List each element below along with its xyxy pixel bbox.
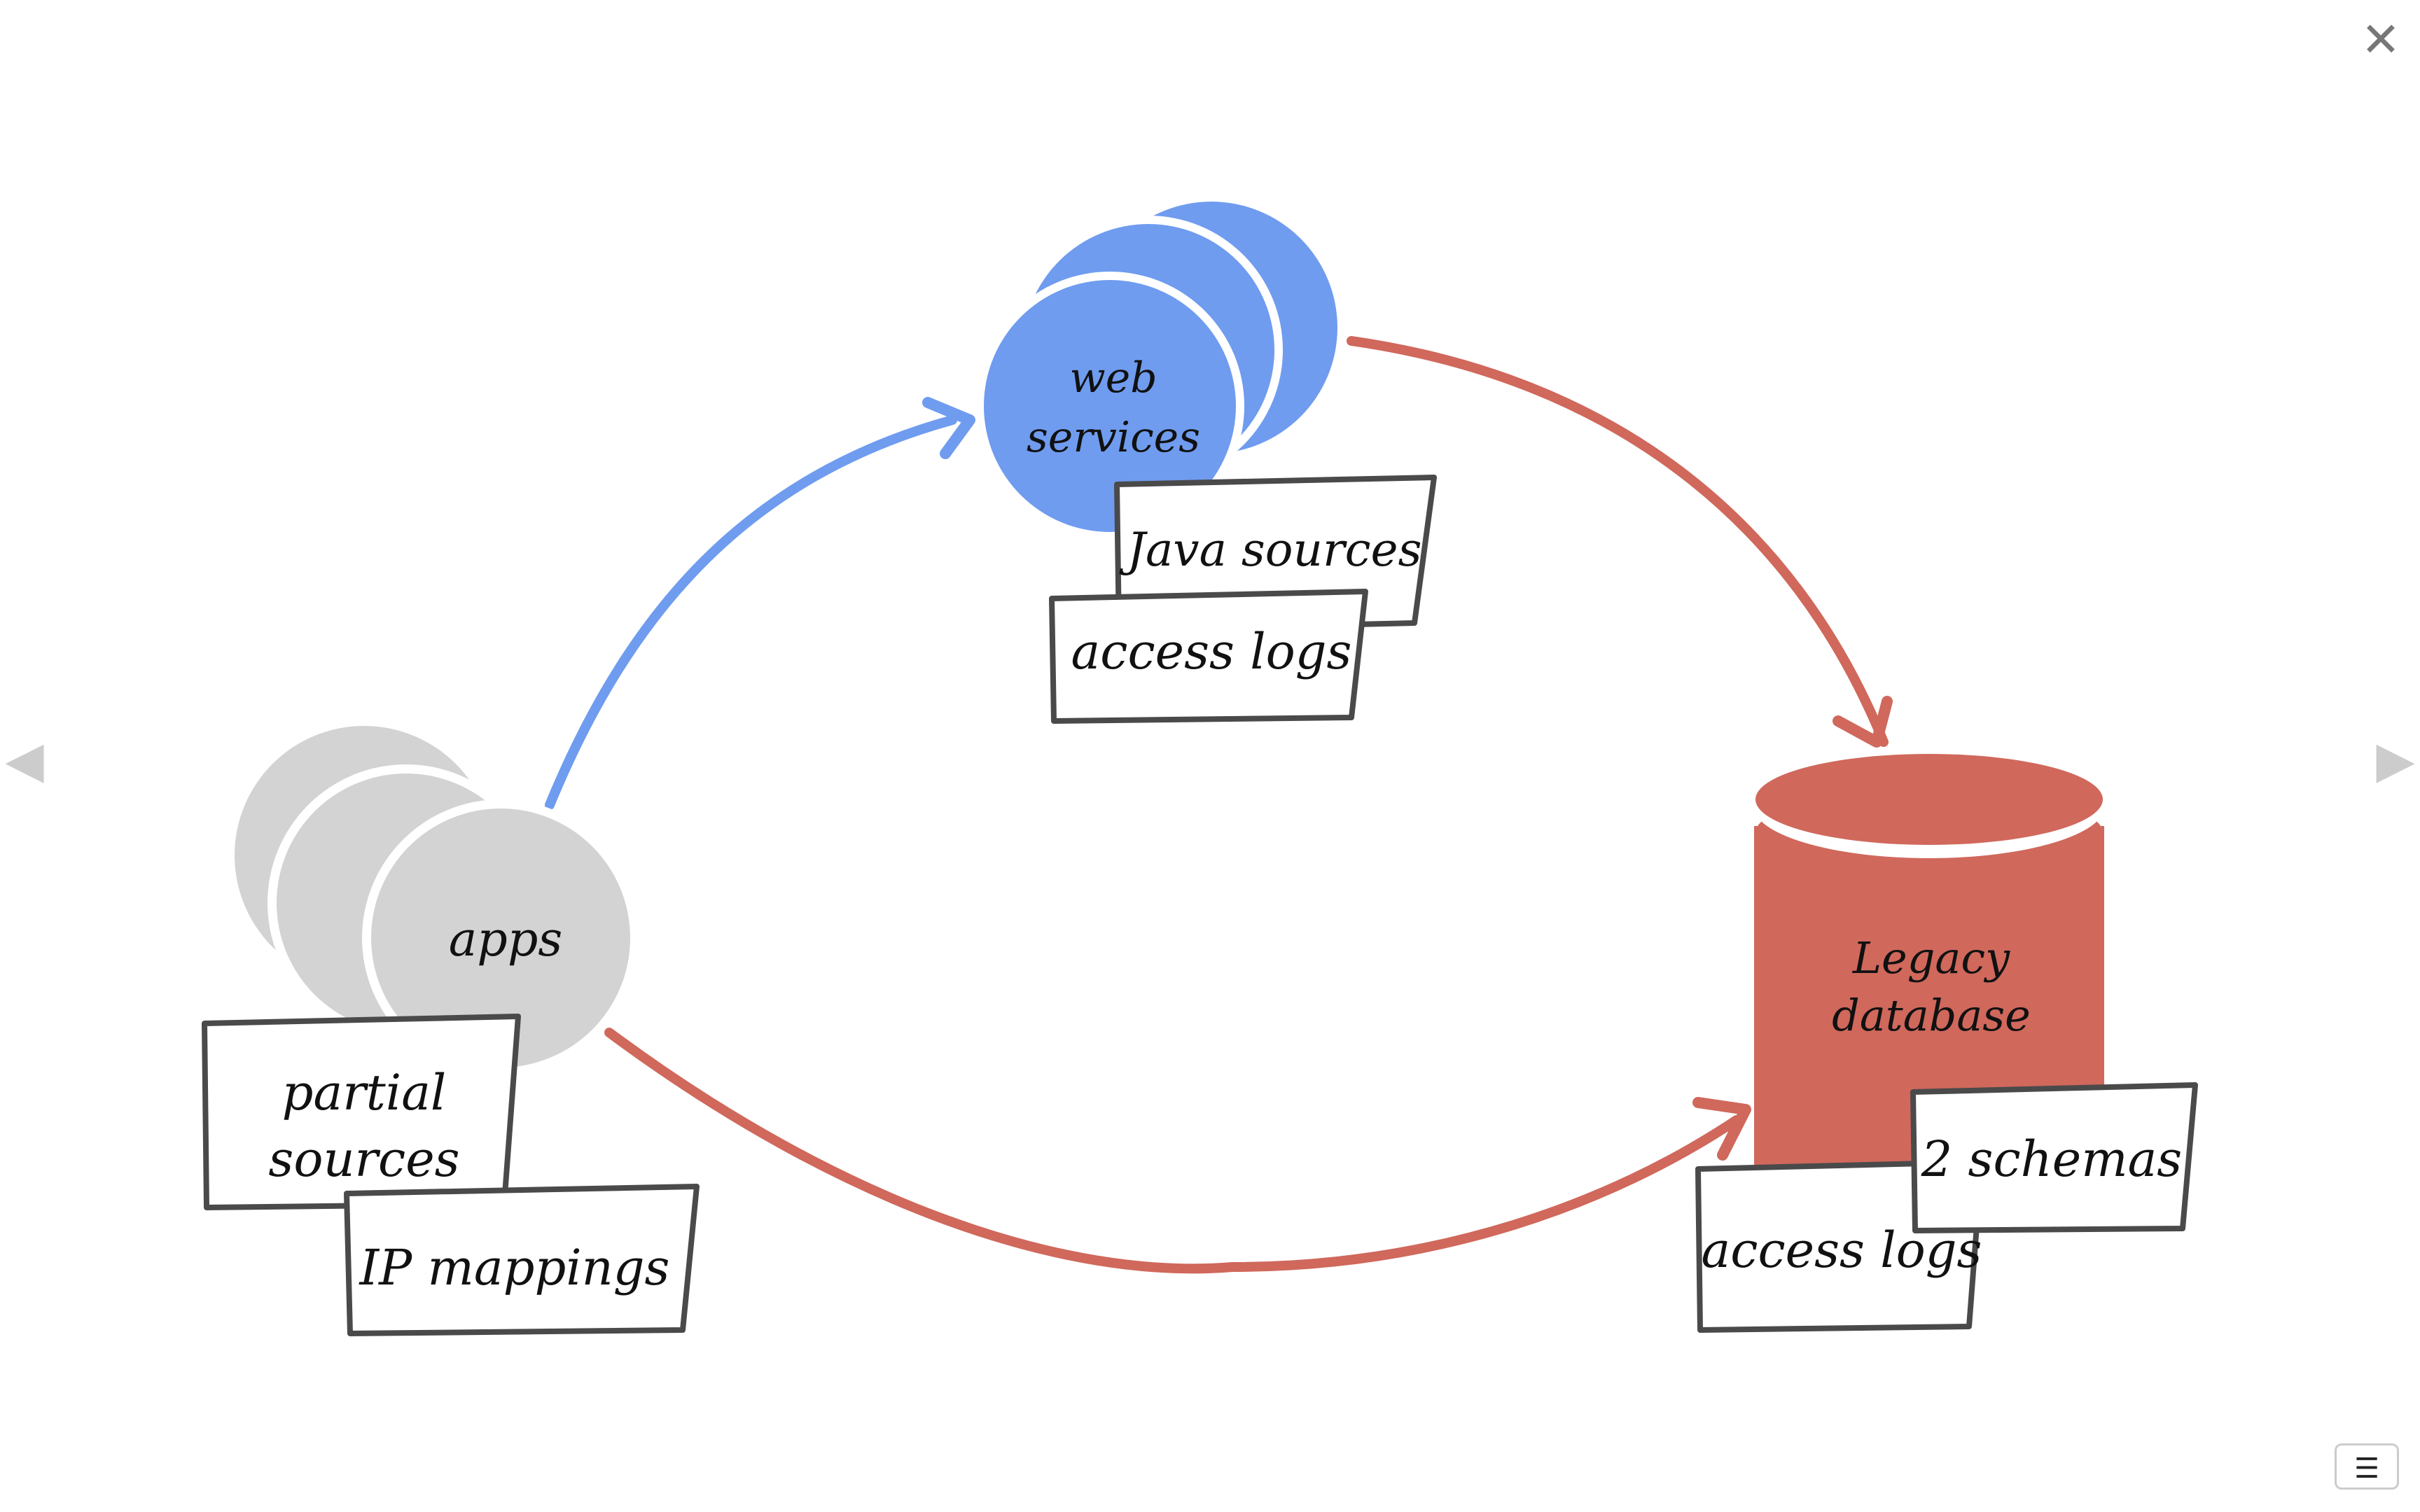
database-top bbox=[1755, 754, 2103, 845]
arrow-apps-to-web-services bbox=[545, 397, 975, 810]
web-services-label-line2: services bbox=[1027, 413, 1200, 462]
menu-icon: ☰ bbox=[2354, 1452, 2379, 1485]
web-services-label-line1: web bbox=[1069, 354, 1157, 402]
apps-label: apps bbox=[449, 912, 563, 967]
note-ip-mappings: IP mappings bbox=[344, 1184, 700, 1336]
apps-circle-front bbox=[371, 808, 630, 1068]
web-services-circle-front bbox=[984, 280, 1236, 532]
web-services-node: web services bbox=[975, 202, 1337, 540]
partial-sources-line2: sources bbox=[268, 1130, 459, 1188]
note-partial-sources: partial sources bbox=[202, 1014, 521, 1210]
note-2-schemas: 2 schemas bbox=[1910, 1082, 2198, 1233]
apps-node: apps bbox=[235, 726, 639, 1077]
close-icon[interactable]: ✕ bbox=[2360, 13, 2401, 68]
database-label-line1: Legacy bbox=[1852, 932, 2010, 983]
java-sources-text: Java sources bbox=[1119, 523, 1422, 577]
menu-button[interactable]: ☰ bbox=[2335, 1443, 2399, 1490]
previous-slide-icon[interactable]: ◀ bbox=[5, 730, 44, 789]
arrow-web-services-to-database bbox=[1347, 336, 1893, 748]
partial-sources-line1: partial bbox=[282, 1064, 447, 1121]
next-slide-icon[interactable]: ▶ bbox=[2376, 730, 2415, 789]
schemas-text: 2 schemas bbox=[1921, 1130, 2182, 1188]
database-label-line2: database bbox=[1832, 990, 2031, 1041]
arrow-apps-to-database bbox=[604, 1028, 1751, 1274]
note-db-access-logs: access logs bbox=[1695, 1159, 1984, 1333]
note-web-access-logs: access logs bbox=[1049, 589, 1368, 724]
ip-mappings-text: IP mappings bbox=[359, 1239, 670, 1296]
web-access-logs-text: access logs bbox=[1071, 623, 1352, 680]
